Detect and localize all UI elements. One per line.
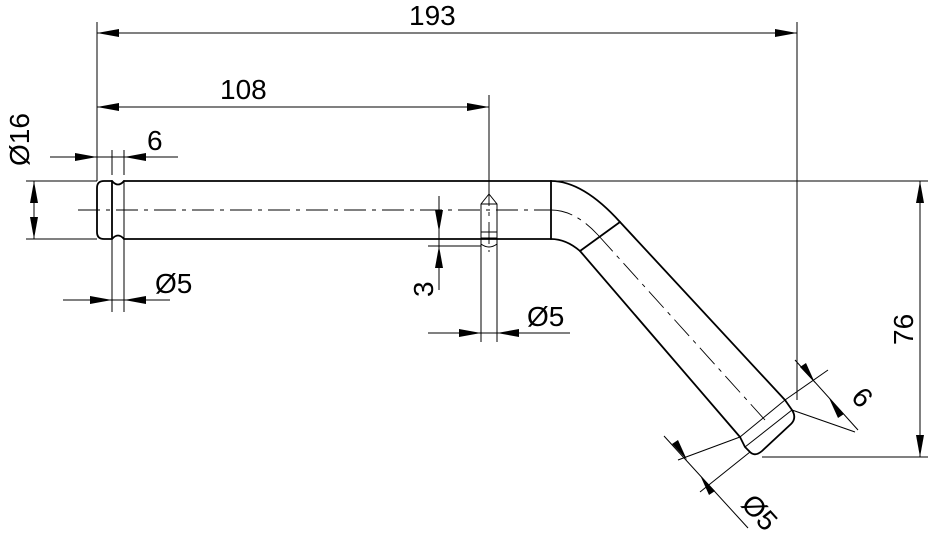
- bend-outer-arc: [550, 180, 621, 223]
- center-lines: [78, 184, 766, 421]
- dim-hole-offset: 3: [408, 281, 439, 297]
- dimension-labels: 193 108 Ø16 6 Ø5 3 Ø5 76 6 Ø5: [4, 0, 919, 537]
- dim-groove-diameter-right: Ø5: [736, 488, 784, 537]
- dim-groove-diameter-left: Ø5: [155, 268, 192, 299]
- tube-right-groove-line-1: [739, 399, 786, 438]
- angled-tube-centerline: [597, 234, 766, 421]
- bent-tube-part: [96, 180, 796, 456]
- dim-groove-width-left: 6: [147, 125, 163, 156]
- tube-left-end: [96, 180, 113, 240]
- bend-end-line: [579, 221, 621, 252]
- tube-left-groove: [111, 180, 125, 240]
- dim-tube-diameter: Ø16: [4, 113, 35, 166]
- angled-tube-outer-edge: [619, 221, 786, 401]
- angled-tube-inner-edge: [579, 250, 741, 438]
- dim-overall-length: 193: [409, 0, 456, 31]
- tube-right-end: [739, 399, 796, 456]
- cross-hole: [480, 193, 498, 248]
- bend-inner-arc: [550, 238, 581, 252]
- dim-groove-width-right: 6: [846, 381, 879, 413]
- tube-right-groove-line-2: [744, 409, 793, 448]
- bend-centerline: [550, 209, 599, 236]
- dim-hole-position: 108: [220, 74, 267, 105]
- dim-height: 76: [888, 314, 919, 345]
- dimension-lines: [30, 29, 924, 529]
- extension-lines: [26, 22, 928, 493]
- dim-hole-diameter: Ø5: [527, 301, 564, 332]
